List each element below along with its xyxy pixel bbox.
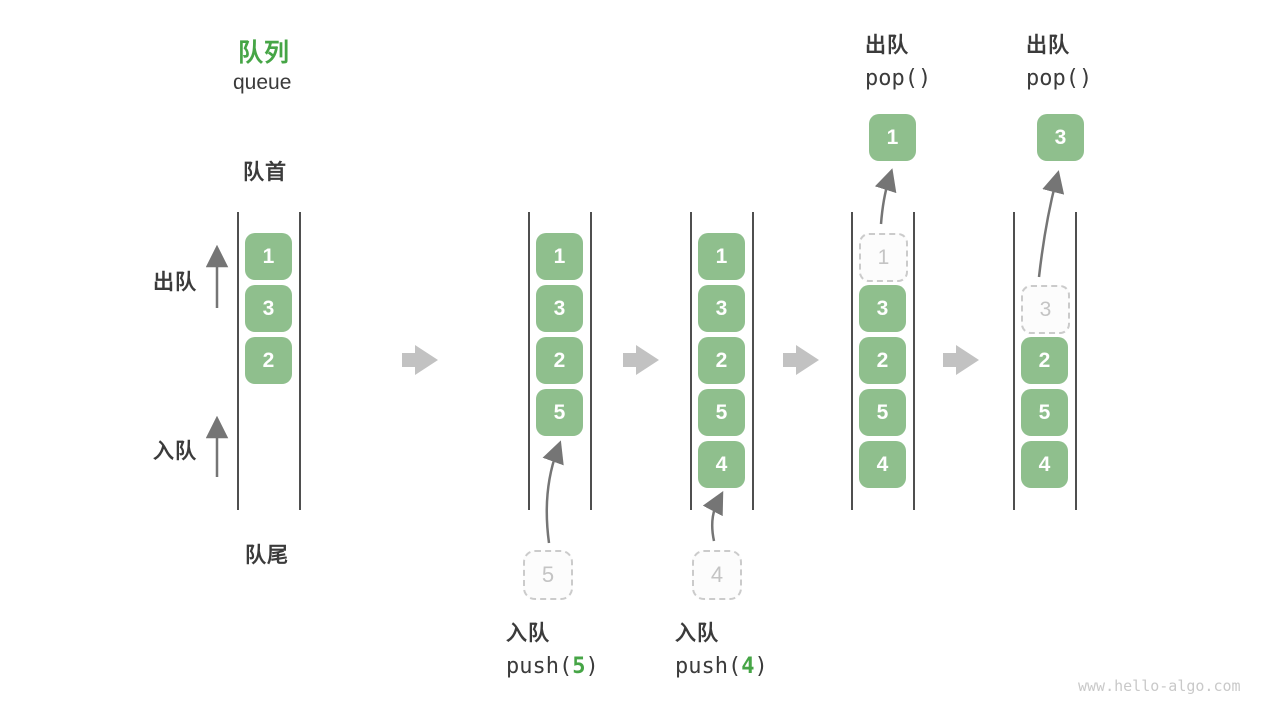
operation-code: pop() bbox=[865, 66, 932, 91]
queue-element-3: 3 bbox=[245, 285, 292, 332]
incoming-element-5: 5 bbox=[523, 550, 573, 600]
queue-wall-left-after-pop-1 bbox=[851, 212, 853, 510]
move-arrow-after-push-4 bbox=[702, 491, 724, 542]
watermark: www.hello-algo.com bbox=[1078, 677, 1241, 695]
queue-element-5: 5 bbox=[536, 389, 583, 436]
queue-wall-right-after-pop-3 bbox=[1075, 212, 1077, 510]
queue-wall-right-initial bbox=[299, 212, 301, 510]
queue-element-1: 1 bbox=[698, 233, 745, 280]
operation-label-after-pop-1: 出队 pop() bbox=[865, 29, 931, 91]
queue-element-1: 1 bbox=[536, 233, 583, 280]
queue-element-2: 2 bbox=[245, 337, 292, 384]
stage-transition-arrows bbox=[402, 345, 979, 375]
next-stage-arrow-icon-1 bbox=[402, 345, 438, 375]
diagram-title-en: queue bbox=[233, 71, 292, 94]
queue-element-3: 3 bbox=[698, 285, 745, 332]
queue-element-2: 2 bbox=[1021, 337, 1068, 384]
next-stage-arrow-icon-4 bbox=[943, 345, 979, 375]
queue-wall-right-after-pop-1 bbox=[913, 212, 915, 510]
queue-element-5: 5 bbox=[1021, 389, 1068, 436]
queue-element-5: 5 bbox=[698, 389, 745, 436]
operation-code: push(4) bbox=[675, 654, 768, 679]
queue-element-ghost-1: 1 bbox=[859, 233, 908, 282]
queue-element-1: 1 bbox=[245, 233, 292, 280]
popped-element-1: 1 bbox=[869, 114, 916, 161]
queue-wall-right-after-push-5 bbox=[590, 212, 592, 510]
operation-name-cn: 出队 bbox=[1026, 34, 1070, 57]
queue-front-label: 队首 bbox=[243, 161, 287, 184]
operation-name-cn: 入队 bbox=[506, 622, 550, 645]
operation-name-cn: 出队 bbox=[865, 34, 909, 57]
queue-element-4: 4 bbox=[859, 441, 906, 488]
queue-wall-left-after-push-5 bbox=[528, 212, 530, 510]
queue-element-4: 4 bbox=[698, 441, 745, 488]
queue-element-ghost-3: 3 bbox=[1021, 285, 1070, 334]
move-arrow-after-pop-3 bbox=[1037, 170, 1065, 278]
move-arrow-after-push-5 bbox=[542, 440, 564, 544]
queue-wall-left-after-pop-3 bbox=[1013, 212, 1015, 510]
operation-label-after-pop-3: 出队 pop() bbox=[1026, 29, 1092, 91]
popped-element-3: 3 bbox=[1037, 114, 1084, 161]
queue-element-2: 2 bbox=[698, 337, 745, 384]
next-stage-arrow-icon-3 bbox=[783, 345, 819, 375]
queue-wall-left-initial bbox=[237, 212, 239, 510]
diagram-title-cn: 队列 bbox=[238, 39, 291, 67]
operation-name-cn: 入队 bbox=[675, 622, 719, 645]
element-move-arrows bbox=[542, 168, 1065, 544]
queue-element-2: 2 bbox=[859, 337, 906, 384]
queue-element-2: 2 bbox=[536, 337, 583, 384]
incoming-element-4: 4 bbox=[692, 550, 742, 600]
operation-label-after-push-4: 入队 push(4) bbox=[675, 617, 768, 679]
queue-element-5: 5 bbox=[859, 389, 906, 436]
queue-element-4: 4 bbox=[1021, 441, 1068, 488]
queue-wall-right-after-push-4 bbox=[752, 212, 754, 510]
queue-element-3: 3 bbox=[536, 285, 583, 332]
queue-rear-label: 队尾 bbox=[245, 544, 289, 567]
queue-wall-left-after-push-4 bbox=[690, 212, 692, 510]
operation-code: push(5) bbox=[506, 654, 599, 679]
operation-code: pop() bbox=[1026, 66, 1093, 91]
move-arrow-after-pop-1 bbox=[874, 168, 897, 225]
dequeue-side-label: 出队 bbox=[153, 271, 197, 294]
operation-label-after-push-5: 入队 push(5) bbox=[506, 617, 599, 679]
next-stage-arrow-icon-2 bbox=[623, 345, 659, 375]
enqueue-side-label: 入队 bbox=[153, 440, 197, 463]
queue-element-3: 3 bbox=[859, 285, 906, 332]
